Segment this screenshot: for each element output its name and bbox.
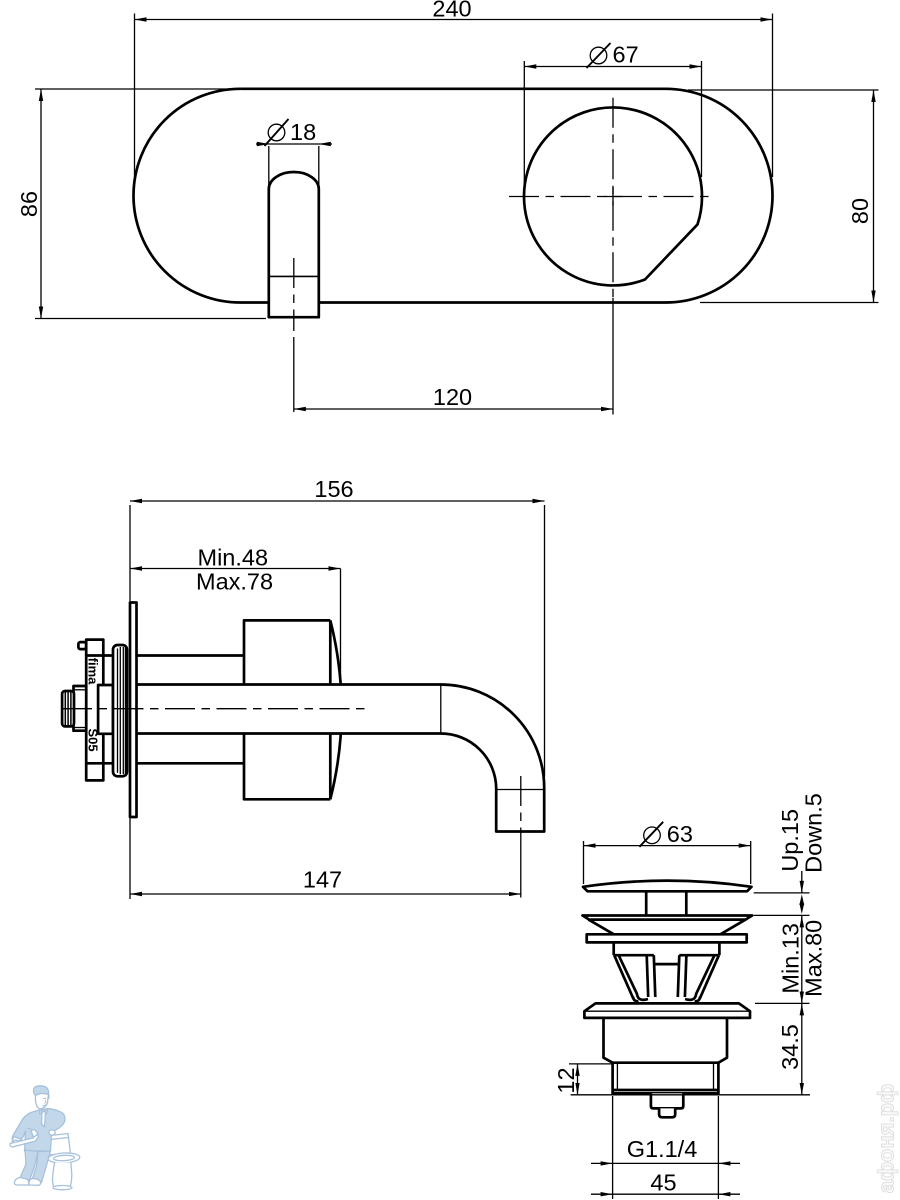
svg-text:67: 67	[613, 42, 639, 68]
svg-text:Up.15: Up.15	[777, 809, 803, 872]
svg-text:34.5: 34.5	[777, 1024, 803, 1070]
svg-text:Down.5: Down.5	[800, 793, 826, 873]
svg-text:Min.13: Min.13	[778, 923, 804, 994]
svg-text:афоня.рф: афоня.рф	[874, 1084, 899, 1194]
svg-text:fima: fima	[86, 658, 101, 686]
svg-text:147: 147	[303, 867, 342, 893]
svg-text:63: 63	[667, 821, 693, 847]
svg-text:Min.48: Min.48	[198, 545, 269, 571]
svg-text:86: 86	[16, 191, 42, 217]
svg-text:G1.1/4: G1.1/4	[627, 1136, 698, 1162]
svg-text:Max.78: Max.78	[196, 569, 273, 595]
svg-text:12: 12	[553, 1067, 579, 1093]
svg-text:45: 45	[650, 1170, 676, 1196]
svg-text:156: 156	[314, 476, 353, 502]
svg-text:18: 18	[290, 119, 316, 145]
svg-text:Max.80: Max.80	[800, 920, 826, 997]
svg-text:80: 80	[847, 198, 873, 224]
svg-text:240: 240	[432, 0, 471, 22]
svg-text:120: 120	[433, 384, 472, 410]
